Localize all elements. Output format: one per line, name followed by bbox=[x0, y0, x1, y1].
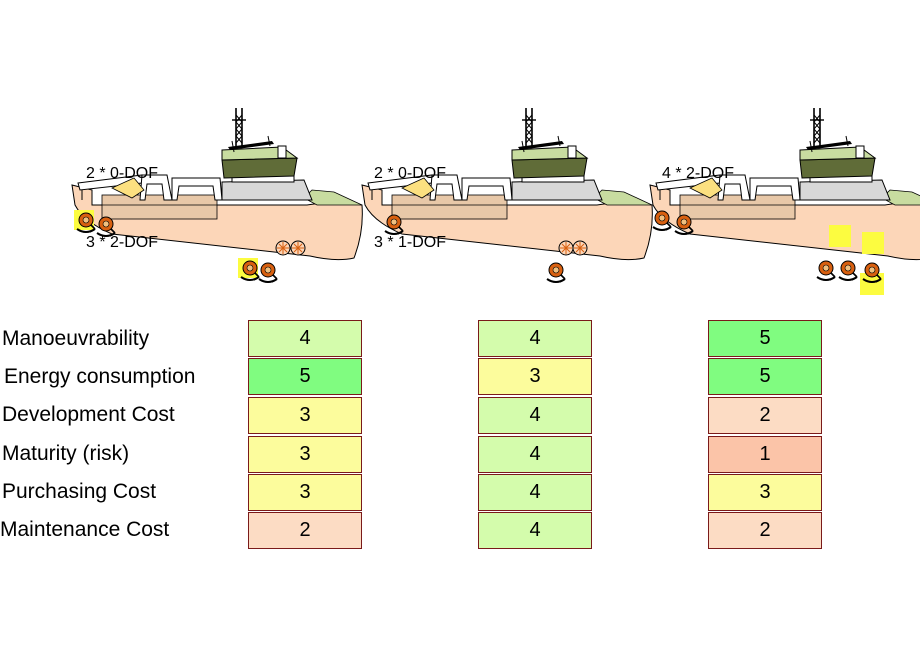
criterion-development-cost: Development Cost bbox=[2, 403, 175, 426]
score-cell: 5 bbox=[708, 358, 822, 395]
score-cell: 2 bbox=[708, 512, 822, 549]
score-cell: 3 bbox=[248, 474, 362, 511]
score-cell: 4 bbox=[478, 397, 592, 434]
score-cell: 2 bbox=[708, 397, 822, 434]
score-cell: 4 bbox=[248, 320, 362, 357]
ship-3 bbox=[649, 107, 920, 295]
criterion-maturity-risk: Maturity (risk) bbox=[2, 442, 130, 465]
score-cell: 3 bbox=[708, 474, 822, 511]
score-cell: 3 bbox=[248, 436, 362, 473]
score-cell: 3 bbox=[248, 397, 362, 434]
config-label-1: 2 * 0-DOF 3 * 2-DOF bbox=[86, 165, 159, 251]
score-cell: 4 bbox=[478, 512, 592, 549]
criterion-manoeuvrability: Manoeuvrability bbox=[2, 327, 150, 350]
config-label-3: 4 * 2-DOF bbox=[662, 165, 735, 182]
score-cell: 3 bbox=[478, 358, 592, 395]
criterion-energy-consumption: Energy consumption bbox=[4, 365, 196, 388]
score-cell: 5 bbox=[248, 358, 362, 395]
score-cell: 5 bbox=[708, 320, 822, 357]
config-label-2: 2 * 0-DOF 3 * 1-DOF bbox=[374, 165, 447, 251]
score-cell: 4 bbox=[478, 320, 592, 357]
score-cell: 2 bbox=[248, 512, 362, 549]
score-cell: 4 bbox=[478, 436, 592, 473]
criterion-maintenance-cost: Maintenance Cost bbox=[0, 518, 170, 541]
criterion-purchasing-cost: Purchasing Cost bbox=[2, 480, 157, 503]
score-cell: 1 bbox=[708, 436, 822, 473]
score-cell: 4 bbox=[478, 474, 592, 511]
ship-1 bbox=[71, 107, 364, 283]
